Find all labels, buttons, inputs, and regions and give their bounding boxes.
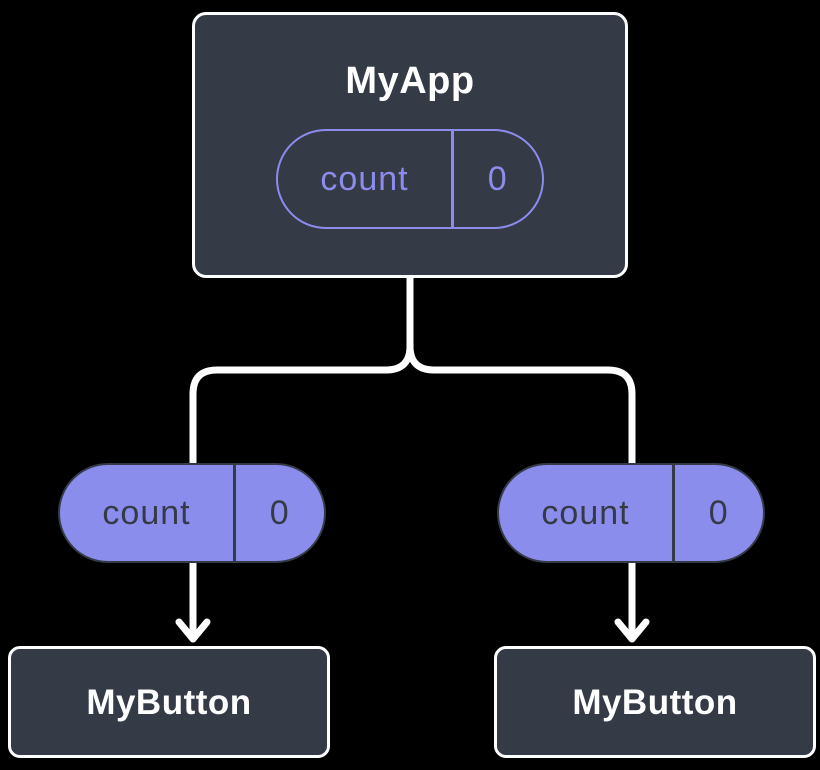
arrowhead-down-right-icon (614, 618, 650, 643)
node-myapp-title: MyApp (345, 59, 475, 102)
node-mybutton-left: MyButton (8, 646, 330, 758)
prop-pill-left-divider (233, 465, 236, 561)
state-pill-myapp-divider (451, 130, 454, 227)
prop-pill-left: count 0 (58, 463, 326, 563)
connector-right-branch (406, 276, 636, 636)
node-mybutton-right-title: MyButton (572, 682, 738, 722)
arrowhead-down-left-icon (175, 618, 211, 643)
prop-pill-right: count 0 (497, 463, 765, 563)
node-myapp: MyApp count 0 (192, 12, 628, 278)
prop-pill-right-value: 0 (708, 494, 729, 532)
prop-pill-right-label: count (541, 494, 630, 532)
prop-pill-left-label: count (102, 494, 191, 532)
prop-pill-right-divider (672, 465, 675, 561)
state-pill-myapp: count 0 (276, 128, 544, 229)
node-mybutton-right: MyButton (494, 646, 816, 758)
state-pill-myapp-value: 0 (487, 159, 508, 198)
prop-pill-left-value: 0 (269, 494, 290, 532)
node-mybutton-left-title: MyButton (86, 682, 252, 722)
connector-left-branch (189, 276, 414, 636)
state-pill-myapp-label: count (320, 159, 409, 198)
